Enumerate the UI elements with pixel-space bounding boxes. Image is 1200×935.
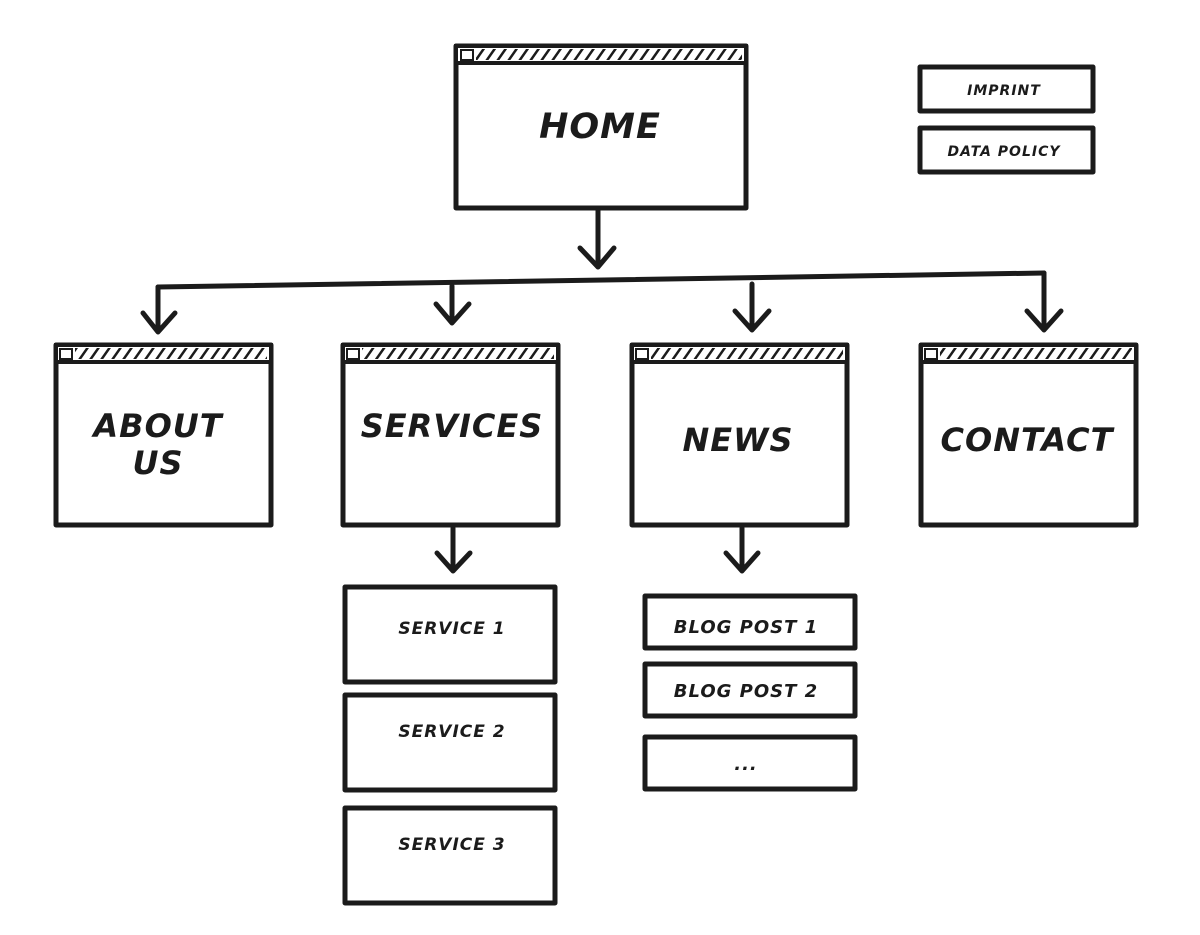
home-label: HOME [539, 107, 661, 147]
more-posts-label: ... [734, 754, 758, 775]
about-arrowhead [140, 310, 178, 335]
news-page-node: NEWS [629, 342, 850, 528]
imprint-node: IMPRINT [917, 64, 1096, 114]
news-arrowhead [732, 308, 772, 333]
contact-arrowhead [1024, 308, 1064, 333]
service-3-label: SERVICE 3 [398, 835, 505, 855]
blog-post-1-label: BLOG POST 1 [674, 617, 818, 638]
news-down-arrowhead [723, 550, 761, 574]
service-2-node: SERVICE 2 [342, 692, 558, 793]
blog-post-2-node: BLOG POST 2 [642, 661, 858, 719]
blog-post-1-node: BLOG POST 1 [642, 593, 858, 651]
services-arrowhead [433, 301, 472, 326]
data-policy-label: DATA POLICY [948, 144, 1062, 160]
services-down-arrowhead [434, 550, 473, 574]
main-branch-line [155, 270, 1047, 290]
news-label: NEWS [683, 421, 794, 459]
service-1-label: SERVICE 1 [398, 619, 505, 639]
about-page-node: ABOUT US [53, 342, 274, 528]
connector-lines [140, 207, 1064, 574]
contact-label: CONTACT [941, 421, 1115, 459]
blog-post-2-label: BLOG POST 2 [674, 681, 818, 702]
service-3-node: SERVICE 3 [342, 805, 558, 906]
services-page-node: SERVICES [340, 342, 561, 528]
about-label-line2: US [132, 444, 183, 482]
service-2-label: SERVICE 2 [398, 722, 505, 742]
data-policy-node: DATA POLICY [917, 125, 1096, 175]
contact-page-node: CONTACT [918, 342, 1139, 528]
home-down-arrowhead [577, 245, 617, 270]
imprint-label: IMPRINT [967, 83, 1041, 99]
service-1-node: SERVICE 1 [342, 584, 558, 685]
more-posts-node: ... [642, 734, 858, 792]
home-page-node: HOME [453, 43, 749, 211]
services-label: SERVICES [361, 407, 544, 445]
about-label-line1: ABOUT [90, 407, 223, 445]
